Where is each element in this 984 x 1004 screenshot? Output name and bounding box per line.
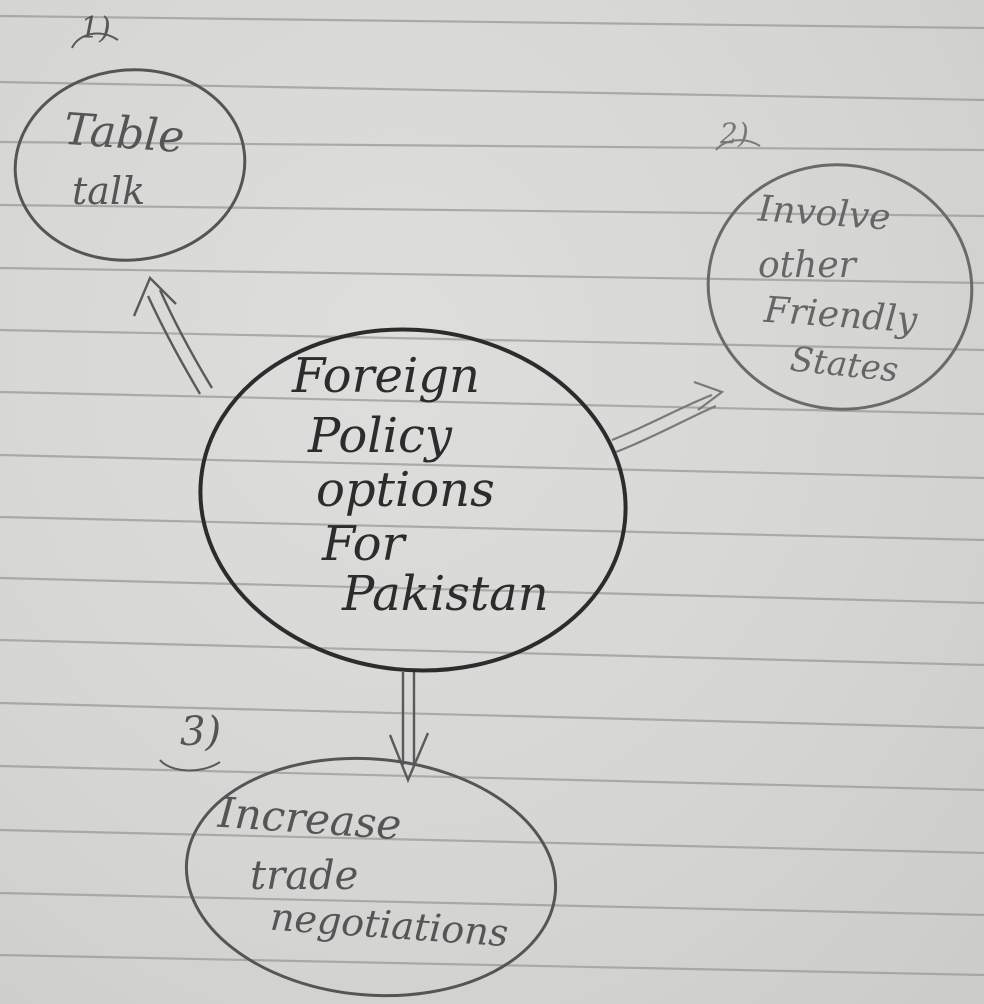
node-1-line-1: Table	[62, 103, 187, 164]
center-line-2: Policy	[308, 408, 452, 464]
arrow-to-node-3	[388, 672, 430, 784]
node-2-line-1: Involve	[756, 188, 892, 239]
node-2-number-mark	[715, 139, 761, 151]
center-line-5: Pakistan	[342, 566, 549, 622]
node-3-line-2: trade	[250, 853, 359, 899]
center-circle	[198, 327, 628, 673]
node-2-line-2: other	[758, 245, 856, 286]
arrow-to-node-1	[132, 275, 214, 395]
node-1-circle	[13, 68, 247, 262]
center-line-4: For	[322, 516, 405, 572]
node-3-number-mark	[159, 759, 221, 772]
node-1-number: 1)	[80, 11, 111, 46]
center-line-3: options	[316, 462, 495, 518]
node-3-circle	[184, 756, 558, 998]
node-1-number-mark	[71, 32, 119, 49]
node-2-line-3: Friendly	[762, 289, 919, 342]
node-2-circle	[706, 163, 974, 411]
node-3-number: 3)	[180, 709, 222, 755]
node-1-line-2: talk	[72, 169, 146, 213]
node-2-number: 2)	[720, 117, 749, 150]
node-2-line-4: States	[788, 339, 901, 391]
center-line-1: Foreign	[292, 348, 480, 404]
arrow-to-node-2	[611, 380, 725, 454]
node-3-line-1: Increase	[216, 787, 404, 850]
